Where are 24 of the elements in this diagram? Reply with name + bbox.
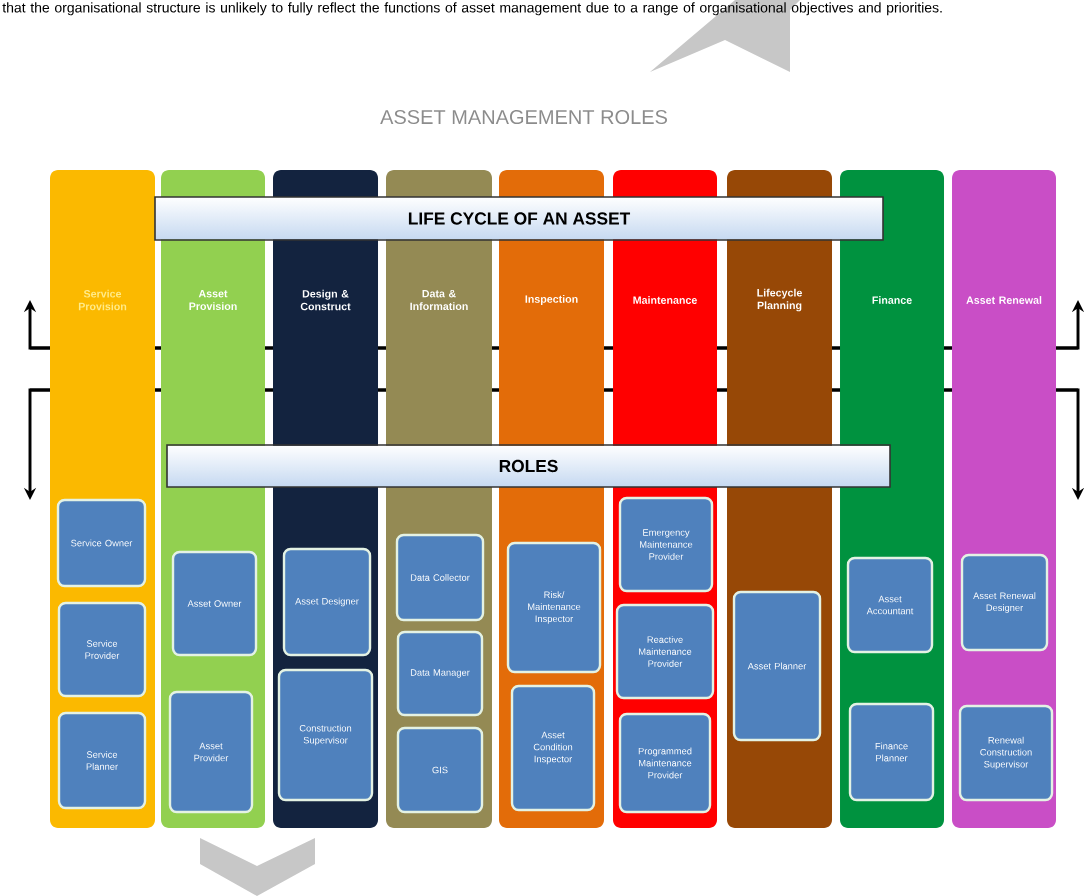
role-box: Asset Owner (171, 550, 258, 657)
role-box: Data Manager (396, 630, 484, 717)
diagram-title: ASSET MANAGEMENT ROLES (380, 109, 667, 125)
role-box: Asset Accountant (846, 556, 934, 654)
role-box: Service Owner (56, 498, 147, 588)
role-box: Asset Designer (282, 547, 372, 657)
role-box: Asset Planner (732, 590, 822, 742)
paragraph-text: that the organisational structure is unlikely to fully reflect the functions of asset management due to a range of organisational objectives and priorities. (2, 2, 942, 16)
role-box: Service Provider (57, 601, 147, 698)
role-box: Finance Planner (848, 702, 935, 802)
role-box: Asset Condition Inspector (510, 684, 596, 812)
role-box: Risk/ Maintenance Inspector (506, 541, 602, 674)
role-box: Service Planner (57, 711, 147, 810)
role-box: Renewal Construction Supervisor (958, 704, 1054, 802)
role-box: Data Collector (395, 533, 485, 622)
banner: LIFE CYCLE OF AN ASSET (154, 196, 884, 241)
role-box: Asset Provider (168, 690, 254, 814)
role-box: Reactive Maintenance Provider (615, 603, 715, 700)
role-box: Asset Renewal Designer (960, 553, 1049, 652)
role-box: Construction Supervisor (277, 668, 374, 802)
role-box: Emergency Maintenance Provider (618, 496, 714, 593)
role-box: Programmed Maintenance Provider (618, 712, 712, 814)
role-box: GIS (396, 726, 484, 814)
banner: ROLES (166, 444, 891, 488)
